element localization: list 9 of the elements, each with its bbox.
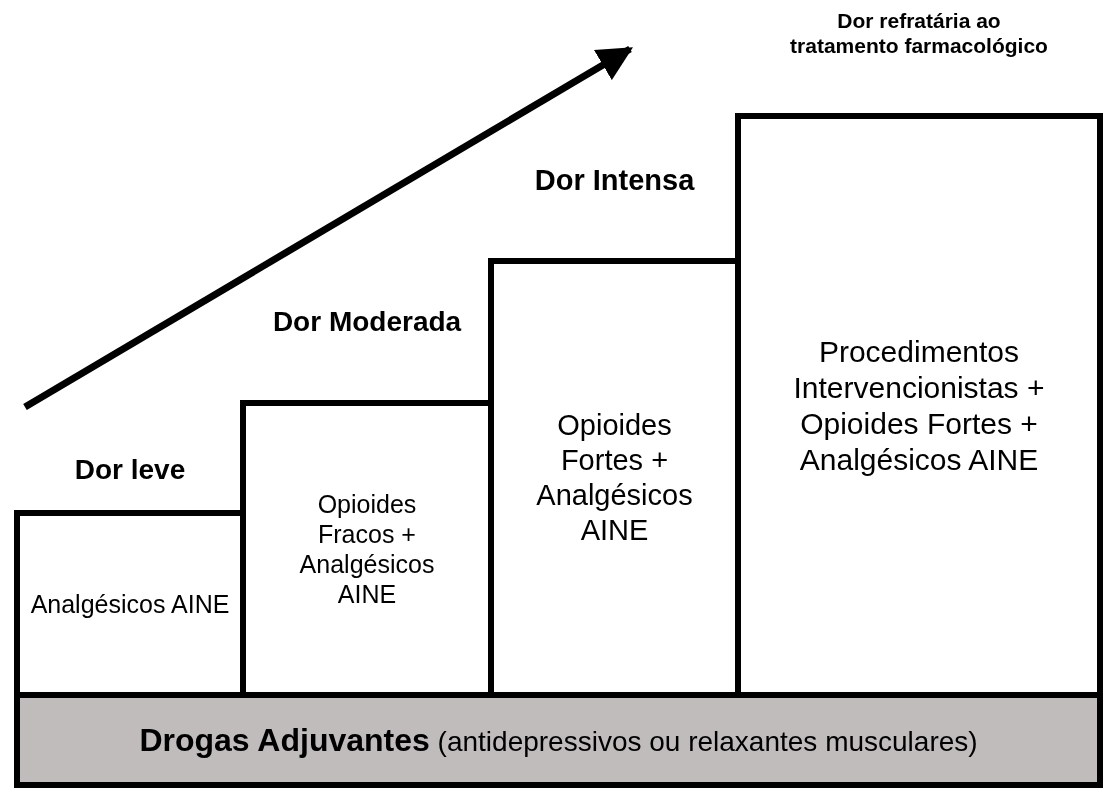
step-heading: Dor leve bbox=[73, 453, 187, 487]
step-heading: Dor Moderada bbox=[271, 305, 463, 339]
step-heading: Dor Intensa bbox=[533, 163, 696, 198]
step-text: Opioides Fortes + Analgésicos AINE bbox=[535, 408, 694, 548]
step-text: Analgésicos AINE bbox=[30, 589, 230, 619]
step-text: Opioides Fracos + Analgésicos AINE bbox=[298, 489, 436, 609]
step-text: Procedimentos Intervencionistas + Opioides Fortes + Analgésicos AINE bbox=[792, 333, 1046, 478]
bar-text: Drogas Adjuvantes (antidepressivos ou relaxantes musculares) bbox=[139, 721, 978, 759]
step-heading: Dor refratária ao tratamento farmacológico bbox=[789, 8, 1049, 59]
